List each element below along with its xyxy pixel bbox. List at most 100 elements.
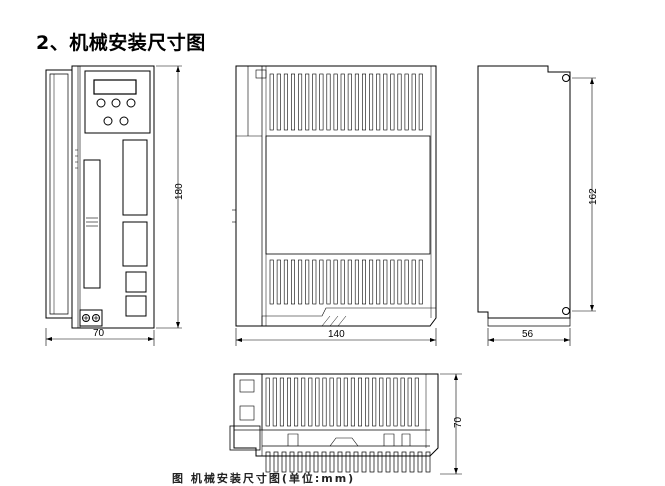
vent-slot — [365, 377, 370, 427]
dim-back-width: 56 — [522, 329, 534, 340]
vent-slot — [407, 377, 412, 427]
vent-slots-bottom-view — [265, 377, 419, 427]
bottom-view — [229, 373, 462, 475]
vent-slot — [322, 377, 327, 427]
vent-slot — [418, 259, 423, 305]
vent-slot — [290, 259, 295, 305]
vent-slot — [336, 377, 341, 427]
terminal-pin — [425, 451, 431, 473]
vent-slot — [379, 377, 384, 427]
vent-slot — [404, 259, 409, 305]
terminal-pin — [321, 451, 327, 473]
vent-slot — [276, 73, 281, 131]
vent-slot — [393, 377, 398, 427]
side-body-outline — [235, 65, 437, 327]
vent-slot — [340, 259, 345, 305]
operator-panel — [84, 70, 151, 134]
terminal-pin — [361, 451, 367, 473]
connector-cn2 — [122, 221, 148, 267]
terminal-pin — [401, 451, 407, 473]
vent-slot — [272, 377, 277, 427]
dim-bottom-height: 70 — [453, 416, 464, 428]
vent-slot — [283, 73, 288, 131]
vent-slot — [329, 377, 334, 427]
side-center-panel — [265, 135, 431, 255]
vent-slot — [305, 73, 310, 131]
terminal-pin — [329, 451, 335, 473]
vent-slot — [369, 259, 374, 305]
terminal-pin — [393, 451, 399, 473]
front-main-body — [71, 65, 155, 329]
vent-slot — [361, 73, 366, 131]
terminal-pin — [265, 451, 271, 473]
vent-slot — [326, 259, 331, 305]
terminal-pin — [297, 451, 303, 473]
terminal-pin — [353, 451, 359, 473]
vent-slot — [333, 73, 338, 131]
panel-key — [126, 98, 136, 108]
vent-slot — [390, 259, 395, 305]
terminal-pin — [385, 451, 391, 473]
side-view — [232, 65, 437, 346]
back-plate-outline — [477, 65, 571, 319]
vent-slot — [369, 73, 374, 131]
figure-caption: 图 机械安装尺寸图(单位:mm) — [172, 472, 356, 485]
vent-slot — [397, 73, 402, 131]
vent-slot — [283, 259, 288, 305]
bottom-body-outline — [233, 373, 439, 457]
mount-hole-icon — [562, 307, 570, 315]
vent-slot — [383, 73, 388, 131]
vent-slot — [312, 73, 317, 131]
terminal-pin — [417, 451, 423, 473]
vent-slot — [404, 73, 409, 131]
vent-slot — [390, 73, 395, 131]
vent-slot — [357, 377, 362, 427]
vent-slot — [301, 377, 306, 427]
vent-slot — [354, 259, 359, 305]
panel-key — [119, 116, 129, 126]
connector-cn3 — [125, 271, 147, 293]
terminal-pin — [377, 451, 383, 473]
vent-slot — [400, 377, 405, 427]
ground-terminal-icon — [92, 314, 100, 322]
vent-slot — [411, 73, 416, 131]
vent-slot — [319, 259, 324, 305]
terminal-pins — [265, 451, 431, 473]
back-view — [477, 65, 596, 346]
vent-slot — [376, 73, 381, 131]
vent-slot — [376, 259, 381, 305]
vent-slot — [312, 259, 317, 305]
panel-key — [111, 98, 121, 108]
vent-slot — [305, 259, 310, 305]
vent-slot — [298, 73, 303, 131]
terminal-pin — [313, 451, 319, 473]
vent-slot — [286, 377, 291, 427]
vent-slot — [347, 73, 352, 131]
vent-slots-bottom — [269, 259, 423, 305]
vent-slot — [372, 377, 377, 427]
terminal-pin — [289, 451, 295, 473]
vent-slot — [361, 259, 366, 305]
terminal-pin — [305, 451, 311, 473]
dim-front-height: 180 — [174, 183, 185, 200]
vent-slot — [411, 259, 416, 305]
vent-slot — [265, 377, 270, 427]
vent-slot — [276, 259, 281, 305]
led-display — [93, 79, 137, 95]
terminal-pin — [345, 451, 351, 473]
vent-slot — [269, 259, 274, 305]
vent-slot — [397, 259, 402, 305]
terminal-pin — [273, 451, 279, 473]
connector-cn1 — [122, 139, 148, 216]
terminal-pin — [281, 451, 287, 473]
vent-slot — [343, 377, 348, 427]
front-view — [45, 65, 182, 346]
vent-slot — [279, 377, 284, 427]
vent-slot — [386, 377, 391, 427]
vent-slot — [308, 377, 313, 427]
panel-key — [96, 98, 106, 108]
vent-slot — [326, 73, 331, 131]
vent-slots-top — [269, 73, 423, 131]
vent-slot — [418, 73, 423, 131]
